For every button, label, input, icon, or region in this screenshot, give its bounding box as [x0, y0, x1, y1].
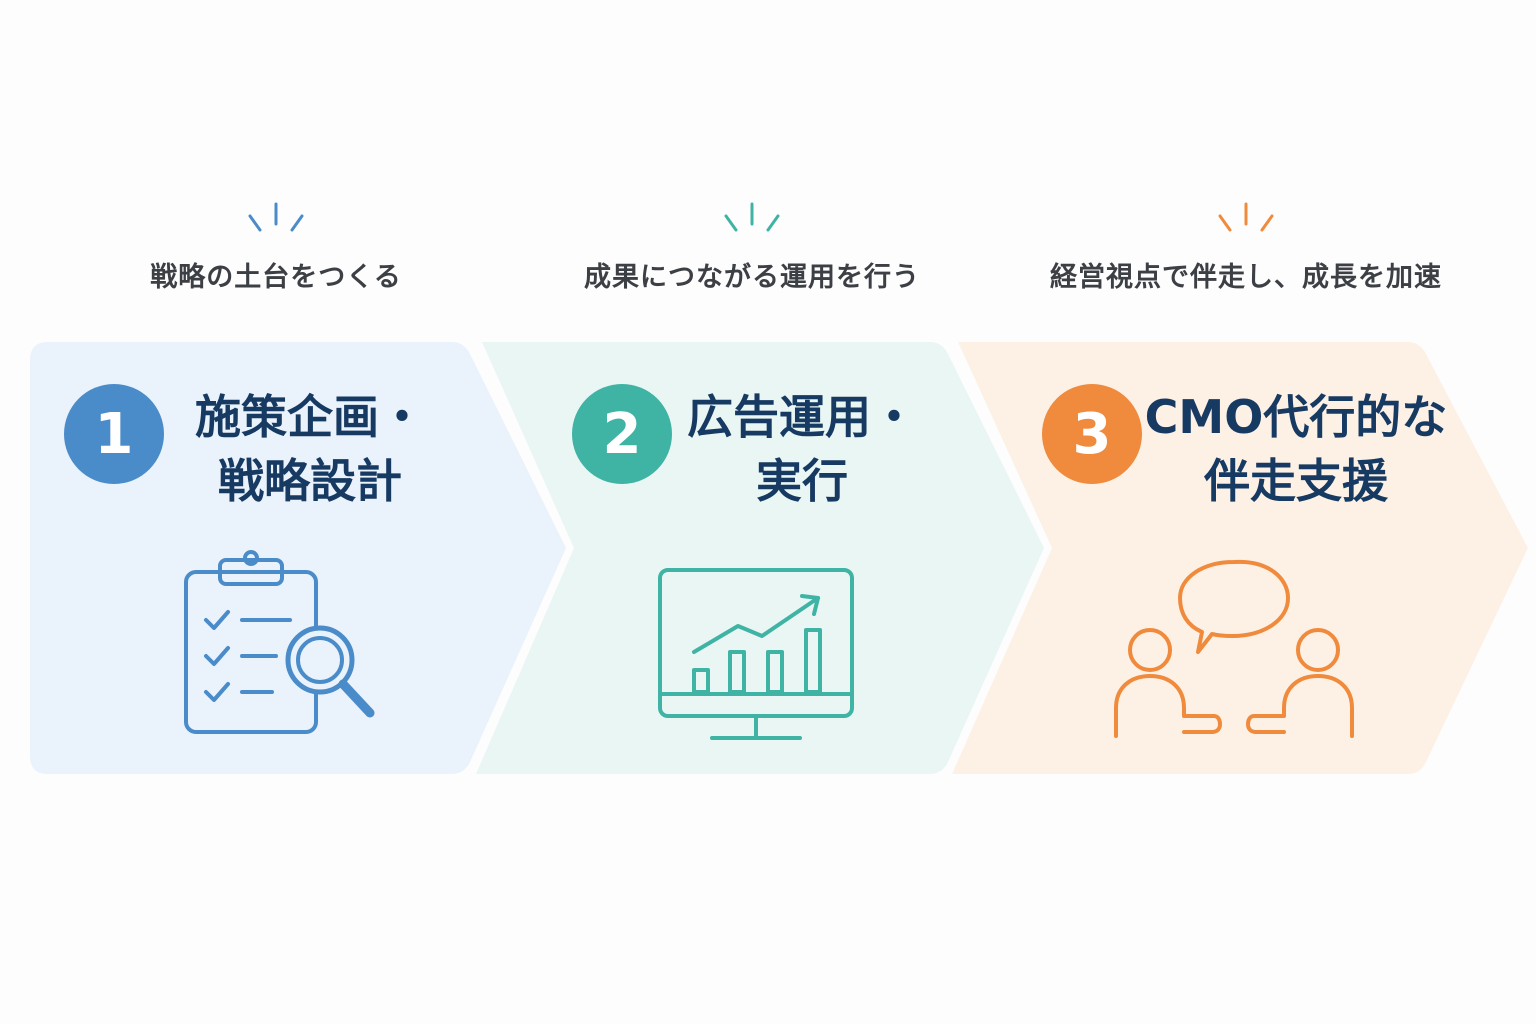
step-1-title-line2: 戦略設計: [218, 454, 402, 508]
step-2-title-line2: 実行: [756, 454, 848, 508]
step-1-number-badge: 1: [64, 384, 164, 484]
step-3-title: CMO代行的な 伴走支援: [1136, 385, 1456, 513]
step-1-tagline: 戦略の土台をつくる: [150, 262, 402, 293]
step-1-title: 施策企画・ 戦略設計: [150, 385, 470, 513]
monitor-growth-chart-icon: [658, 568, 854, 740]
step-2-number-badge: 2: [572, 384, 672, 484]
people-conversation-icon: [1114, 559, 1354, 738]
step-1-highlight-burst-icon: [248, 202, 304, 232]
step-3-tagline: 経営視点で伴走し、成長を加速: [1050, 262, 1442, 293]
step-2-title-line1: 広告運用・: [687, 390, 917, 444]
step-3-number-badge: 3: [1042, 384, 1142, 484]
step-2-highlight-burst-icon: [724, 202, 780, 232]
step-2-tagline: 成果につながる運用を行う: [584, 262, 920, 293]
step-3-title-line2: 伴走支援: [1204, 454, 1388, 508]
step-3-title-line1: CMO代行的な: [1144, 390, 1448, 444]
step-1-title-line1: 施策企画・: [195, 390, 425, 444]
step-3-highlight-burst-icon: [1218, 202, 1274, 232]
clipboard-search-icon: [184, 550, 375, 734]
step-2-title: 広告運用・ 実行: [642, 385, 962, 513]
step-1-chevron: [30, 342, 566, 774]
